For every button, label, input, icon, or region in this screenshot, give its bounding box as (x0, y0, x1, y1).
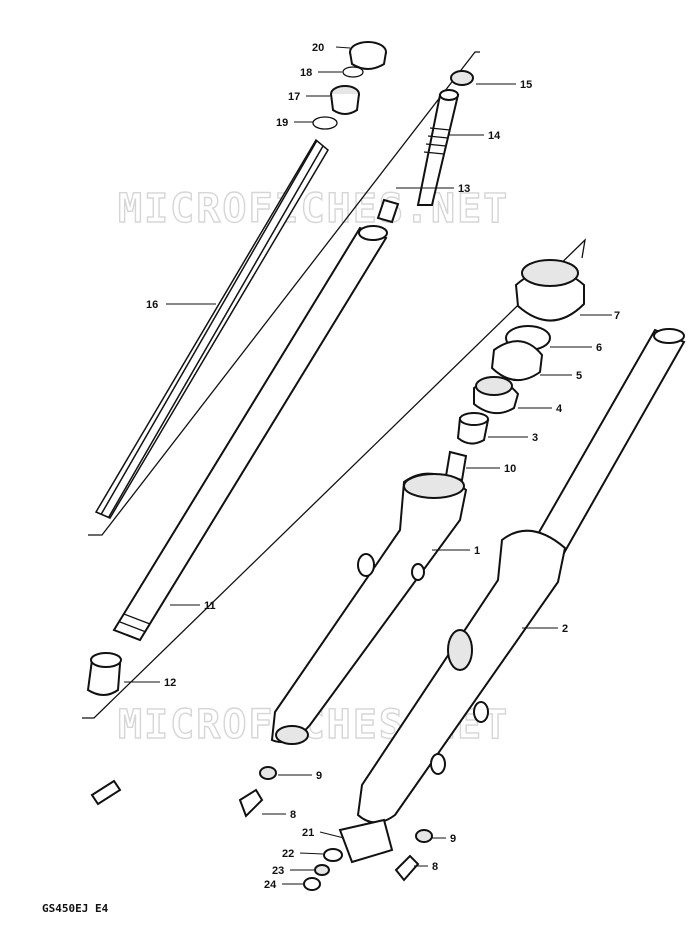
callout-21: 21 (302, 827, 314, 839)
callout-23: 23 (272, 865, 284, 877)
callout-3: 3 (532, 432, 538, 444)
callout-1: 1 (474, 545, 480, 557)
callout-9-left: 9 (316, 770, 322, 782)
callout-24: 24 (264, 879, 277, 891)
seal-stack (456, 259, 585, 445)
watermark-top: MICROFICHES.NET (118, 186, 509, 232)
callout-20: 20 (312, 42, 324, 54)
callout-6: 6 (596, 342, 602, 354)
callout-8-right: 8 (432, 861, 438, 873)
callout-12: 12 (164, 677, 176, 689)
damper-rod-assembly (376, 70, 474, 224)
inner-tube (86, 225, 388, 696)
callout-22: 22 (282, 848, 294, 860)
fork-spring (94, 138, 329, 519)
callout-11: 11 (204, 600, 216, 612)
callout-2: 2 (562, 623, 568, 635)
cap-bolt-assembly (312, 41, 387, 130)
callout-14: 14 (488, 130, 501, 142)
callout-18: 18 (300, 67, 312, 79)
callout-19: 19 (276, 117, 288, 129)
outer-tube-right (338, 328, 686, 864)
callout-5: 5 (576, 370, 582, 382)
outer-tube-left (270, 450, 468, 745)
callout-8-left: 8 (290, 809, 296, 821)
callout-labels: 1 2 3 4 5 6 7 8 8 9 9 10 11 12 13 14 15 … (146, 42, 620, 891)
callout-17: 17 (288, 91, 300, 103)
callout-7: 7 (614, 310, 620, 322)
hardware (90, 766, 433, 891)
callout-10: 10 (504, 463, 516, 475)
callout-16: 16 (146, 299, 158, 311)
callout-15: 15 (520, 79, 532, 91)
group-bracket-left (82, 51, 586, 719)
callout-4: 4 (556, 403, 563, 415)
leader-lines (124, 46, 612, 885)
diagram-code: GS450EJ E4 (42, 902, 109, 915)
callout-13: 13 (458, 183, 470, 195)
callout-9-right: 9 (450, 833, 456, 845)
